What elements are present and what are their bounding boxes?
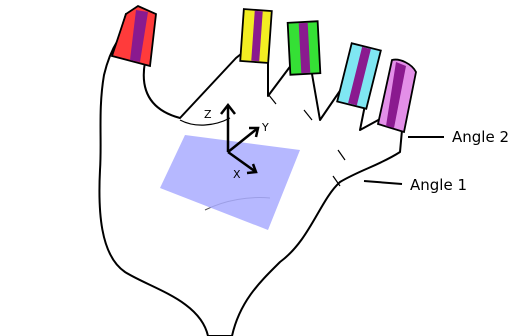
angle-2-label: Angle 2 — [452, 128, 509, 146]
thumb-cap — [112, 6, 156, 66]
axis-label-z: Z — [204, 108, 212, 121]
pinky-finger-cap — [378, 60, 416, 132]
axis-label-x: X — [233, 168, 241, 181]
middle-finger-cap — [288, 21, 321, 74]
axis-label-y: Y — [261, 121, 269, 134]
index-finger-cap — [240, 9, 272, 63]
angle-1-label: Angle 1 — [410, 176, 467, 194]
angle-1-leader — [364, 181, 402, 184]
ring-finger-cap — [337, 43, 381, 108]
